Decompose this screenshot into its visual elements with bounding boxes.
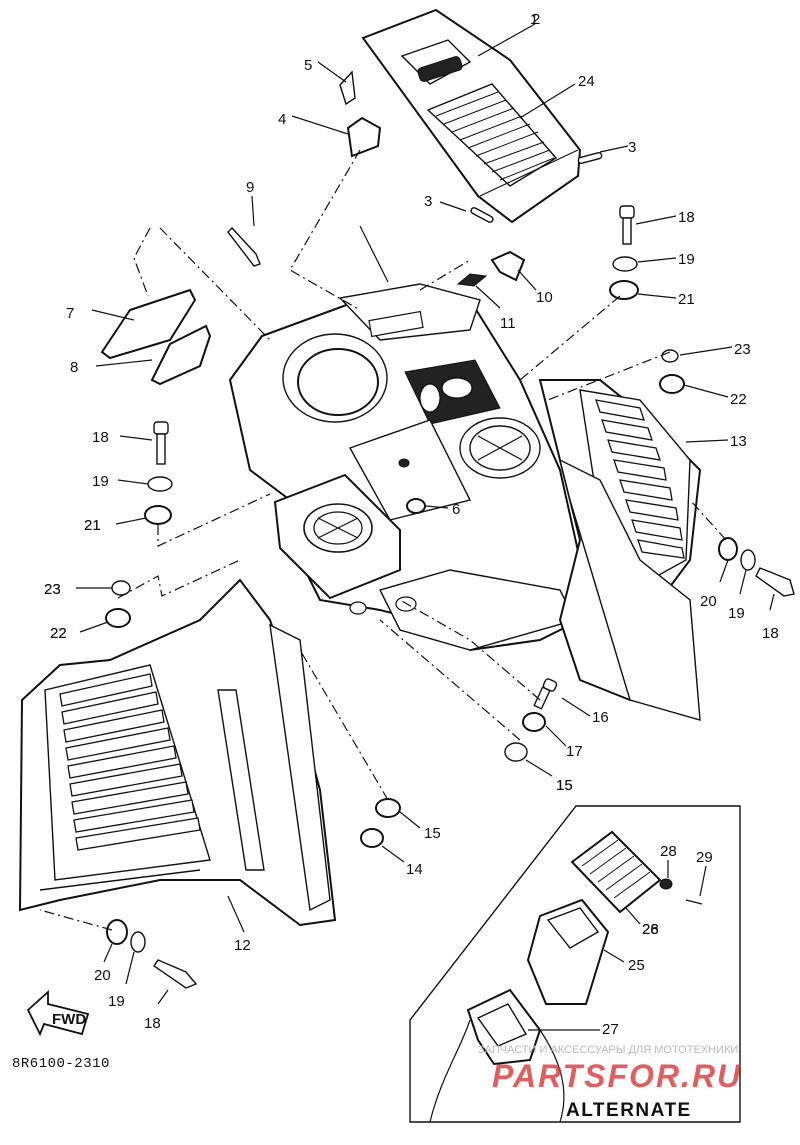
callout: 19 [92,473,109,490]
callout: 8 [70,359,78,376]
callout: 19 [108,993,125,1010]
callout: 22 [50,625,67,642]
alternate-inset [409,805,741,1123]
callout: 11 [500,315,516,332]
callout: 18 [92,429,109,446]
callout: 17 [566,743,583,760]
callout: 18 [762,625,779,642]
callout: 1 [530,11,538,28]
callout: 22 [50,625,67,642]
callout: 15 [424,825,441,842]
part-12-left-cover [18,578,337,927]
leader-lines [39,23,775,1005]
callout: 18 [678,209,695,226]
callout: 3 [424,193,432,210]
part-2-top-panel [361,8,582,224]
fwd-arrow-icon: FWD [26,989,90,1037]
callout: 3 [628,139,636,156]
callout: 21 [84,517,101,534]
alternate-label: ALTERNATE [566,1100,692,1121]
fwd-label: FWD [52,1011,86,1028]
callout: 23 [44,581,61,598]
part-1-main-body [228,283,581,652]
callout: 12 [234,937,251,954]
callout: 20 [700,593,717,610]
callout: 28 [660,843,677,860]
watermark-text: ЗАПЧАСТИ И АКСЕССУАРЫ ДЛЯ МОТОТЕХНИКИ [478,1044,739,1056]
callout: 24 [578,73,595,90]
callout: 15 [556,777,573,794]
callout: 6 [452,501,460,518]
part-8-bracket [150,324,212,386]
callout: 26 [642,921,659,938]
callout: 23 [734,341,751,358]
callout: 10 [536,289,553,306]
callout: 13 [730,433,747,450]
callout-numbers: 1 2 3 3 4 5 6 7 8 9 10 11 12 13 14 15 15… [44,11,779,1038]
callout: 16 [592,709,609,726]
callout: 25 [628,957,645,974]
callout: 20 [94,967,111,984]
callout: 28 [642,921,659,938]
watermark-logo: PARTSFOR.RU [492,1058,743,1094]
callout: 5 [304,57,312,74]
part-13-right-cover [538,379,702,721]
callout: 22 [730,391,747,408]
part-7-bracket [100,288,197,360]
callout: 23 [44,581,61,598]
callout: 7 [66,305,74,322]
callout: 29 [696,849,713,866]
callout: 21 [678,291,695,308]
callout: 15 [556,777,573,794]
callout: 14 [406,861,423,878]
callout: 27 [602,1021,619,1038]
callout: 4 [278,111,286,128]
callout: 18 [144,1015,161,1032]
callout: 2 [532,11,540,28]
callout: 21 [84,517,101,534]
fasteners [105,70,795,989]
callout: 19 [728,605,745,622]
drawing-code: 8R6100-2310 [12,1056,110,1072]
callout: 9 [246,179,254,196]
callout: 19 [678,251,695,268]
